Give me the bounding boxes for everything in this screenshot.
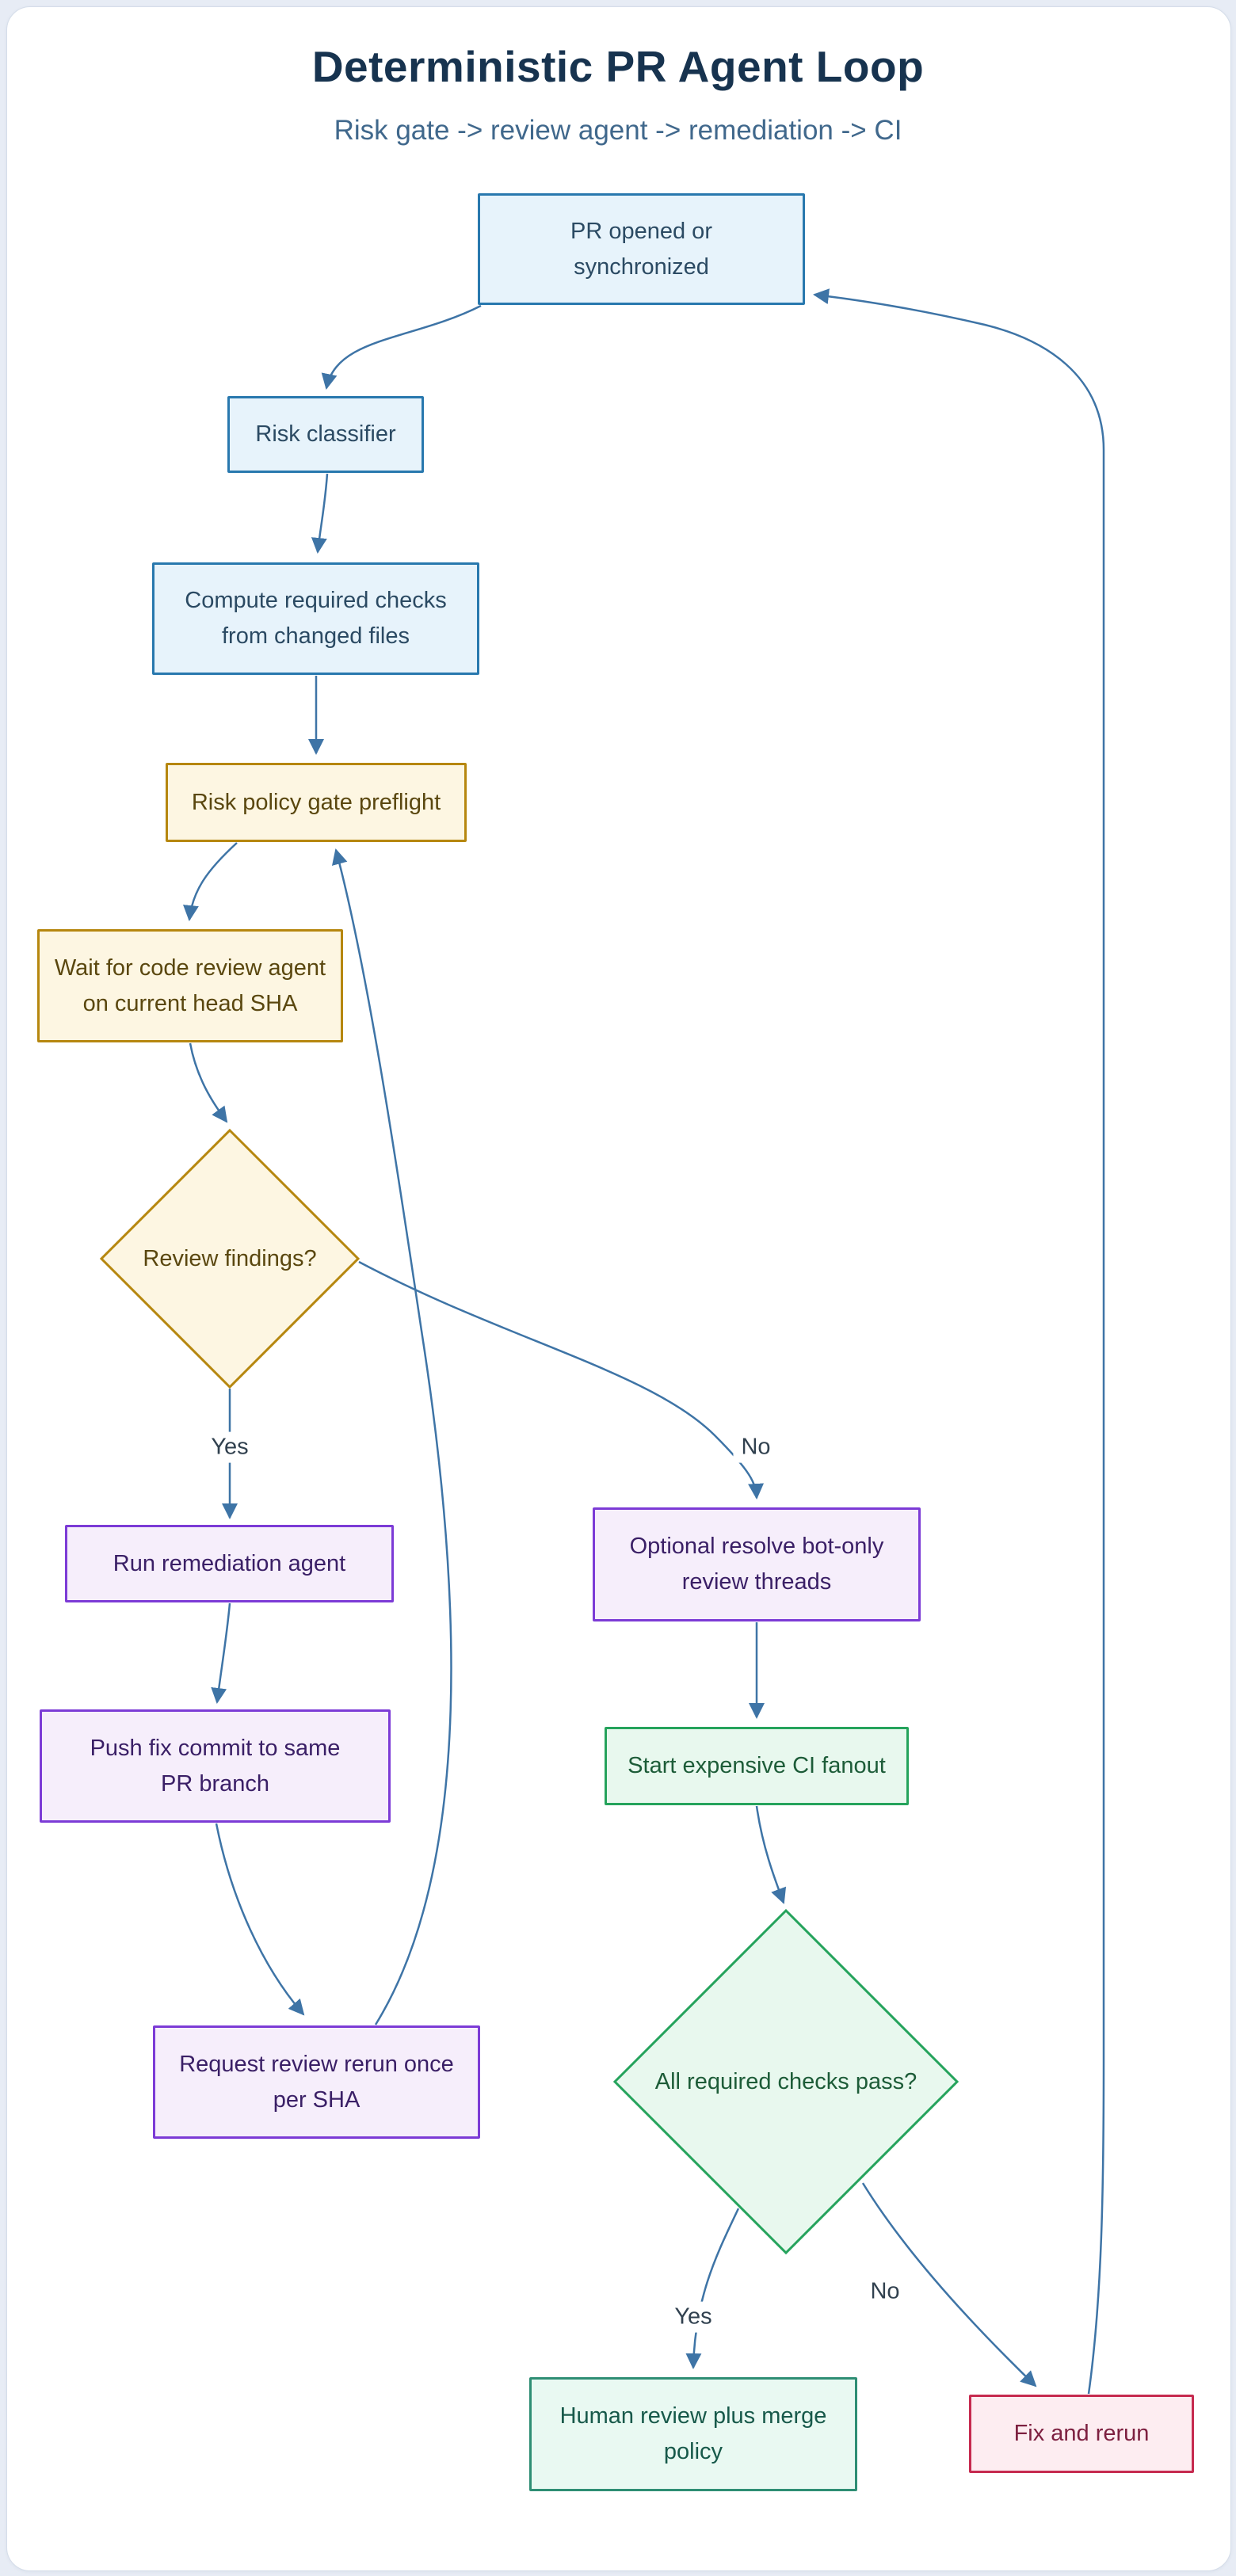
edge-label-review-no: No <box>733 1431 779 1463</box>
page-subtitle: Risk gate -> review agent -> remediation… <box>334 115 902 146</box>
page-title: Deterministic PR Agent Loop <box>311 42 925 91</box>
edge-checks-no-to-fix <box>861 2182 1037 2387</box>
edge-classifier-to-compute <box>311 473 329 554</box>
node-run-remediation-agent: Run remediation agent <box>65 1525 394 1602</box>
node-push-fix-commit: Push fix commit to same PR branch <box>40 1709 391 1823</box>
node-checks-pass-label: All required checks pass? <box>654 2068 917 2094</box>
edge-fanout-to-checks <box>755 1805 787 1904</box>
node-risk-classifier: Risk classifier <box>227 396 424 473</box>
node-request-review-rerun: Request review rerun once per SHA <box>153 2025 480 2139</box>
node-risk-policy-gate-preflight: Risk policy gate preflight <box>166 763 467 842</box>
node-pr-opened: PR opened or synchronized <box>478 193 805 305</box>
node-human-review-merge-policy: Human review plus merge policy <box>529 2377 857 2491</box>
edge-preflight-to-wait <box>183 842 238 921</box>
edge-rerun-to-preflight-loop <box>331 848 452 2025</box>
node-start-ci-fanout: Start expensive CI fanout <box>605 1727 909 1805</box>
node-checks-pass-diamond <box>612 1908 959 2255</box>
edge-checks-yes-to-human <box>685 2208 740 2369</box>
edge-wait-to-review <box>189 1042 228 1123</box>
node-optional-resolve-threads: Optional resolve bot-only review threads <box>593 1507 921 1621</box>
edge-label-checks-no: No <box>862 2276 908 2307</box>
edge-push-to-rerun <box>215 1823 305 2016</box>
node-wait-for-review-agent: Wait for code review agent on current he… <box>37 929 343 1042</box>
edge-label-checks-yes: Yes <box>666 2301 720 2333</box>
edge-label-review-yes: Yes <box>203 1431 257 1463</box>
node-review-findings-label: Review findings? <box>143 1245 317 1271</box>
edge-fix-to-pr-loop <box>813 288 1105 2395</box>
edge-remediation-to-push <box>211 1602 231 1704</box>
node-fix-and-rerun: Fix and rerun <box>969 2395 1194 2473</box>
edge-pr-to-classifier <box>321 304 482 390</box>
node-compute-checks: Compute required checks from changed fil… <box>152 562 479 675</box>
node-review-findings-diamond <box>99 1128 360 1389</box>
edge-review-no-to-resolve <box>358 1260 765 1499</box>
